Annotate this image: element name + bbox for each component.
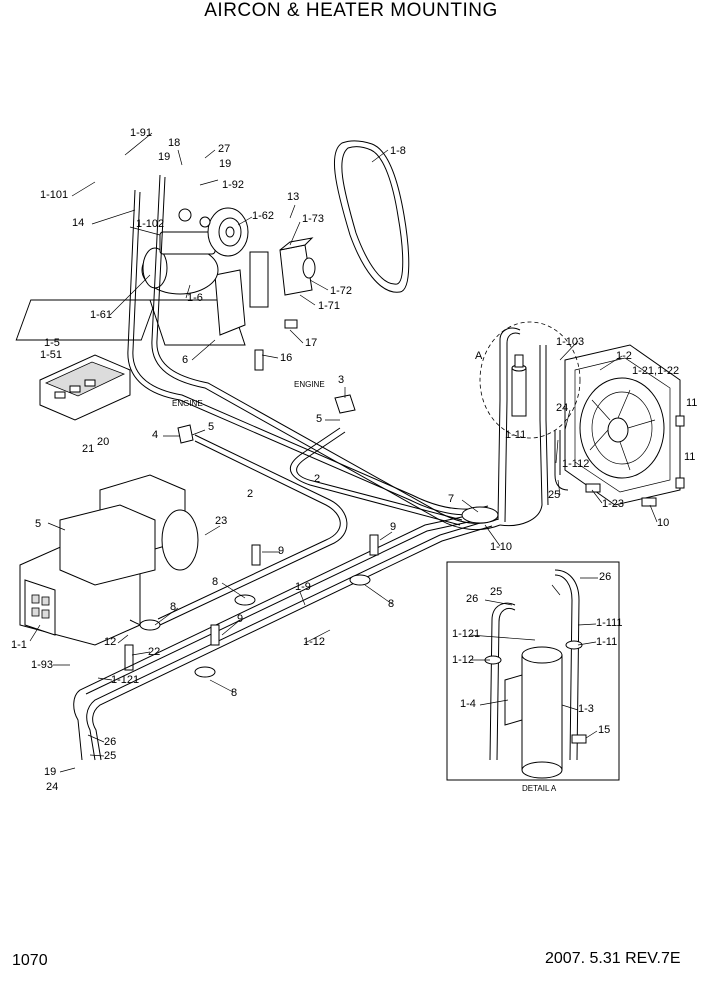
callout-label: 6 xyxy=(182,354,188,366)
callout-label: 1-5 xyxy=(44,337,60,349)
callout-label: 19 xyxy=(158,151,170,163)
callout-label: 25 xyxy=(548,489,560,501)
callout-label: 20 xyxy=(97,436,109,448)
callout-label: 18 xyxy=(168,137,180,149)
callout-label: 17 xyxy=(305,337,317,349)
callout-label: 1-61 xyxy=(90,309,112,321)
callout-label: 7 xyxy=(448,493,454,505)
callout-label: 10 xyxy=(657,517,669,529)
clamps xyxy=(139,319,657,678)
callout-label: 2 xyxy=(314,473,320,485)
callout-label: 1-92 xyxy=(222,179,244,191)
callout-label: 1-23 xyxy=(602,498,624,510)
callout-label: 2 xyxy=(247,488,253,500)
callout-label: 1-1 xyxy=(11,639,27,651)
callout-label: 4 xyxy=(152,429,158,441)
callout-label: 8 xyxy=(212,576,218,588)
callout-label: 27 xyxy=(218,143,230,155)
control-panel xyxy=(39,354,131,421)
callout-label: 13 xyxy=(287,191,299,203)
callout-label: 8 xyxy=(388,598,394,610)
detail-caption: DETAIL A xyxy=(522,784,557,793)
callout-label: 8 xyxy=(170,601,176,613)
condenser-fan xyxy=(564,344,685,506)
callout-label: 25 xyxy=(104,750,116,762)
callout-label: 1-10 xyxy=(490,541,512,553)
callout-label: 15 xyxy=(598,724,610,736)
callout-label: 26 xyxy=(104,736,116,748)
callout-labels: 1-91 18 27 19 19 1-92 1-101 14 1-102 1-6… xyxy=(11,127,697,793)
detail-marker: A xyxy=(475,350,483,362)
callout-label: 1-8 xyxy=(390,145,406,157)
drive-belt xyxy=(333,140,410,293)
callout-label: 1-2 xyxy=(616,350,632,362)
callout-label: 21 xyxy=(82,443,94,455)
page-number: 1070 xyxy=(12,952,48,969)
callout-label: 1-51 xyxy=(40,349,62,361)
callout-label: 19 xyxy=(219,158,231,170)
callout-label: 9 xyxy=(237,613,243,625)
callout-label: 1-93 xyxy=(31,659,53,671)
callout-label: 1-11 xyxy=(505,429,526,441)
callout-label: 1-71 xyxy=(318,300,340,312)
callout-label: 1-12 xyxy=(303,636,325,648)
callout-label: 11 xyxy=(684,451,695,463)
callout-label: 24 xyxy=(556,402,568,414)
callout-label: 26 xyxy=(599,571,611,583)
callout-label: 1-111 xyxy=(596,617,623,629)
callout-label: 9 xyxy=(278,545,284,557)
callout-label: 14 xyxy=(72,217,84,229)
footer-date-revision: 2007. 5.31 REV.7E xyxy=(545,950,681,967)
receiver-drier xyxy=(479,321,581,439)
callout-label: 12 xyxy=(104,636,116,648)
callout-label: 1-73 xyxy=(302,213,324,225)
relay-valve xyxy=(279,237,316,296)
callout-label: 26 xyxy=(466,593,478,605)
callout-label: 23 xyxy=(215,515,227,527)
callout-label: 1-103 xyxy=(556,336,584,348)
callout-label: 1-9 xyxy=(295,581,311,593)
callout-label: 5 xyxy=(35,518,41,530)
callout-label: 11 xyxy=(686,397,697,409)
callout-label: 1-4 xyxy=(460,698,476,710)
callout-label: 8 xyxy=(231,687,237,699)
callout-label: 9 xyxy=(390,521,396,533)
callout-label: 16 xyxy=(280,352,292,364)
callout-label: 24 xyxy=(46,781,58,793)
callout-label: 22 xyxy=(148,646,160,658)
callout-label: 3 xyxy=(338,374,344,386)
heater-unit xyxy=(19,474,199,671)
callout-label: 1-11 xyxy=(596,636,617,648)
engine-label: ENGINE xyxy=(172,399,203,408)
leader-lines xyxy=(29,132,658,773)
engine-label: ENGINE xyxy=(294,380,325,389)
callout-label: 1-101 xyxy=(40,189,68,201)
callout-label: 1-121 xyxy=(111,674,139,686)
callout-label: 1-3 xyxy=(578,703,594,715)
callout-label: 19 xyxy=(44,766,56,778)
callout-label: 1-6 xyxy=(187,292,203,304)
callout-label: 1-91 xyxy=(130,127,152,139)
page-title: AIRCON & HEATER MOUNTING xyxy=(204,0,498,21)
callout-label: 1-102 xyxy=(136,218,164,230)
detail-a-box xyxy=(446,561,620,781)
callout-label: 25 xyxy=(490,586,502,598)
callout-label: 1-12 xyxy=(452,654,474,666)
callout-label: 5 xyxy=(208,421,214,433)
callout-label: 1-21,1-22 xyxy=(632,365,679,377)
callout-label: 1-62 xyxy=(252,210,274,222)
callout-label: 1-121 xyxy=(452,628,480,640)
callout-label: 5 xyxy=(316,413,322,425)
callout-label: 1-72 xyxy=(330,285,352,297)
callout-label: 1-112 xyxy=(562,458,589,470)
